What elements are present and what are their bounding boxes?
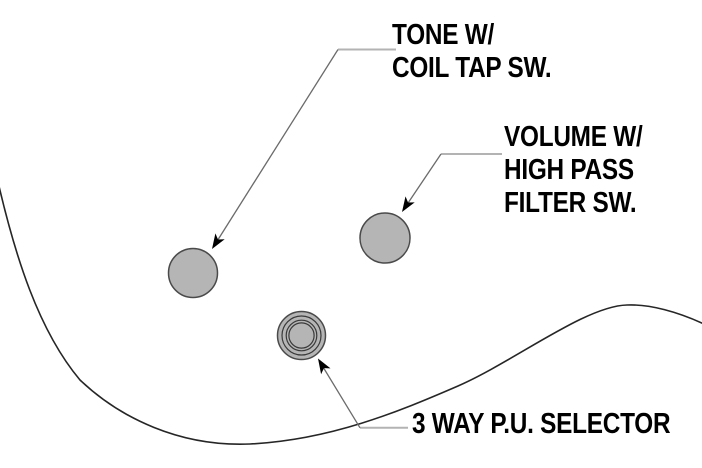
tone-label: TONE W/ COIL TAP SW. <box>392 19 552 85</box>
selector-leader-diagonal <box>319 361 361 429</box>
volume-label-line-1: VOLUME W/ <box>504 121 643 153</box>
volume-knob <box>359 212 411 264</box>
pickup-selector-ring-1 <box>281 315 322 356</box>
tone-arrowhead-icon <box>212 233 225 249</box>
tone-knob <box>167 247 219 299</box>
volume-label: VOLUME W/ HIGH PASS FILTER SW. <box>504 121 643 220</box>
pickup-selector-switch <box>276 310 327 361</box>
volume-label-line-3: FILTER SW. <box>504 187 637 219</box>
selector-label-line-1: 3 WAY P.U. SELECTOR <box>412 408 671 440</box>
volume-label-line-2: HIGH PASS <box>504 154 634 186</box>
tone-label-line-2: COIL TAP SW. <box>392 52 552 84</box>
guitar-body-outline <box>0 186 702 445</box>
volume-arrowhead-icon <box>402 196 415 212</box>
pickup-selector-outer <box>276 310 327 361</box>
tone-label-line-1: TONE W/ <box>392 19 494 51</box>
selector-label: 3 WAY P.U. SELECTOR <box>412 408 671 441</box>
pickup-selector-ring-3 <box>288 322 315 349</box>
tone-leader-diagonal <box>213 49 339 247</box>
selector-arrowhead-icon <box>318 358 331 375</box>
pickup-selector-ring-2 <box>285 319 318 352</box>
volume-leader-diagonal <box>403 153 442 210</box>
